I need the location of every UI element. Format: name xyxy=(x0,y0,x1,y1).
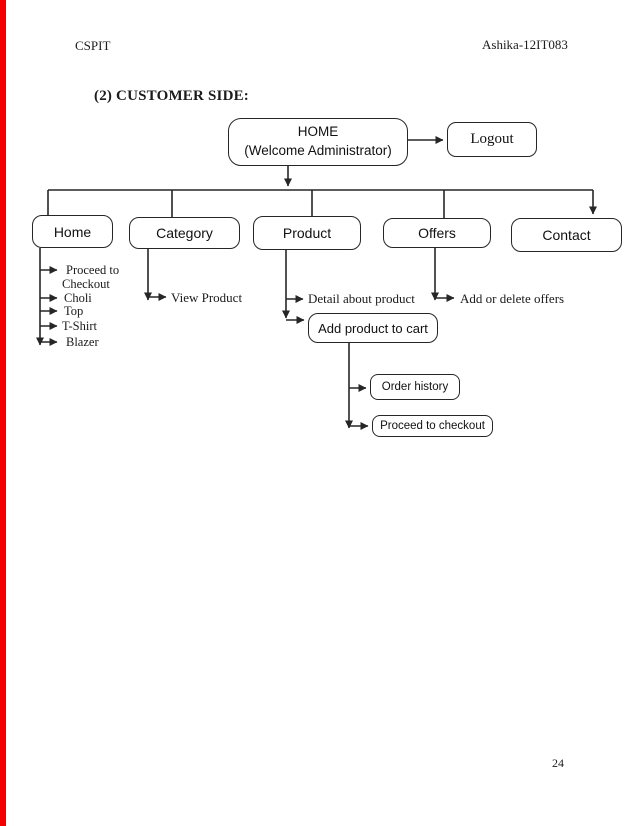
node-add-product-to-cart: Add product to cart xyxy=(308,313,438,343)
leaf-detail-about-product: Detail about product xyxy=(308,291,415,306)
node-logout: Logout xyxy=(447,122,537,157)
page-number: 24 xyxy=(552,756,564,770)
leaf-blazer: Blazer xyxy=(66,335,99,349)
home-root-subtitle: (Welcome Administrator) xyxy=(244,143,392,158)
node-offers: Offers xyxy=(383,218,491,248)
header-left: CSPIT xyxy=(75,38,111,53)
left-accent-strip xyxy=(0,0,6,826)
leaf-choli: Choli xyxy=(64,291,92,305)
node-product: Product xyxy=(253,216,361,250)
node-home: Home xyxy=(32,215,113,248)
node-proceed-to-checkout: Proceed to checkout xyxy=(372,415,493,437)
node-order-history: Order history xyxy=(370,374,460,400)
leaf-checkout: Checkout xyxy=(62,277,110,291)
node-home-root: HOME (Welcome Administrator) xyxy=(228,118,408,166)
header-right: Ashika-12IT083 xyxy=(482,37,568,52)
node-category: Category xyxy=(129,217,240,249)
leaf-top: Top xyxy=(64,304,84,318)
leaf-proceed-to: Proceed to xyxy=(66,263,120,277)
leaf-add-or-delete-offers: Add or delete offers xyxy=(460,291,565,306)
node-contact: Contact xyxy=(511,218,622,252)
leaf-tshirt: T-Shirt xyxy=(62,319,97,333)
home-root-title: HOME xyxy=(297,124,339,140)
leaf-view-product: View Product xyxy=(171,290,243,305)
section-title: (2) CUSTOMER SIDE: xyxy=(94,88,250,104)
